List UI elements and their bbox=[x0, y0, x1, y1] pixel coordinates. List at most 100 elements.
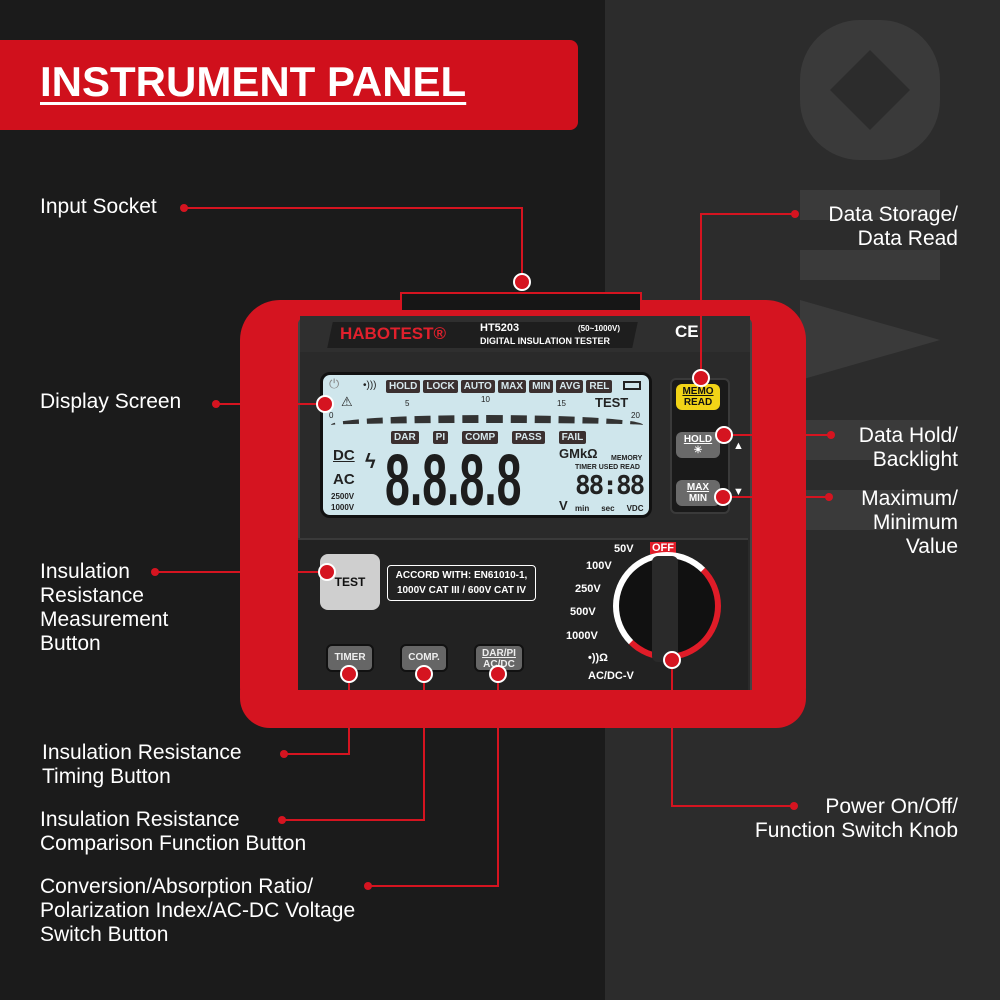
min-label: MIN bbox=[688, 493, 708, 504]
dar-label: DAR/PI bbox=[482, 648, 516, 659]
label-line: Conversion/Absorption Ratio/ bbox=[40, 875, 314, 898]
accord-line: 1000V CAT III / 600V CAT IV bbox=[396, 585, 527, 596]
label-line: Function Switch Knob bbox=[754, 819, 958, 842]
lcd-1000v: 1000V bbox=[331, 503, 355, 512]
knob-off: OFF bbox=[650, 542, 676, 554]
knob-pointer[interactable] bbox=[652, 556, 678, 662]
title-banner: INSTRUMENT PANEL bbox=[0, 40, 578, 130]
watermark-logo bbox=[800, 20, 940, 530]
lcd-memory: MEMORY bbox=[611, 455, 643, 462]
label-line: Data Hold/ bbox=[858, 424, 958, 447]
label-line: Comparison Function Button bbox=[40, 832, 307, 855]
label-line: Switch Button bbox=[40, 923, 169, 946]
scale-label: 20 bbox=[631, 411, 640, 420]
label-line: Resistance bbox=[40, 584, 144, 607]
label-line: Data Storage/ bbox=[828, 203, 958, 226]
device-bottom-grip bbox=[240, 690, 806, 728]
knob-100v: 100V bbox=[586, 560, 612, 572]
hold-backlight-button[interactable]: HOLD☀ bbox=[676, 432, 720, 458]
timer-readout: 88:88 bbox=[575, 471, 645, 501]
label-line: Measurement bbox=[40, 608, 169, 631]
lcd-ac: AC bbox=[333, 471, 355, 488]
label-line: Polarization Index/AC-DC Voltage bbox=[40, 899, 356, 922]
lcd-mid-tags: DAR PI COMP PASS FAIL bbox=[391, 431, 587, 444]
lcd-top-tags: HOLD LOCK AUTO MAX MIN AVG REL bbox=[386, 380, 613, 393]
label-line: Insulation Resistance bbox=[42, 741, 242, 764]
label-line: Backlight bbox=[872, 448, 958, 471]
device-subtitle: DIGITAL INSULATION TESTER bbox=[480, 336, 610, 346]
voltage-range: (50~1000V) bbox=[578, 324, 621, 333]
lcd-tag: HOLD bbox=[386, 380, 421, 393]
lcd-timer: TIMER USED READ bbox=[575, 464, 640, 471]
label-input-socket: Input Socket bbox=[40, 195, 157, 218]
unit-vdc: VDC bbox=[626, 504, 644, 513]
display-screen: ⏻ •))) HOLD LOCK AUTO MAX MIN AVG REL ⚠ … bbox=[320, 372, 652, 518]
read-label: READ bbox=[683, 397, 713, 408]
page-title: INSTRUMENT PANEL bbox=[40, 58, 467, 105]
lcd-tag: MIN bbox=[529, 380, 554, 393]
scale-label: 10 bbox=[481, 395, 490, 404]
bargraph bbox=[331, 415, 643, 435]
scale-label: 0 bbox=[329, 411, 334, 420]
accord-line: ACCORD WITH: EN61010-1, bbox=[395, 570, 528, 581]
label-line: Value bbox=[905, 535, 958, 558]
lcd-tag: LOCK bbox=[423, 380, 458, 393]
acdc-label: AC/DC bbox=[483, 659, 515, 670]
label-line: Insulation Resistance bbox=[40, 808, 240, 831]
standards-label: ACCORD WITH: EN61010-1, 1000V CAT III / 6… bbox=[387, 565, 536, 601]
label-line: Minimum bbox=[872, 511, 958, 534]
battery-icon bbox=[623, 381, 641, 390]
label-line: Maximum/ bbox=[861, 487, 958, 510]
knob-250v: 250V bbox=[575, 583, 601, 595]
knob-1000v: 1000V bbox=[566, 630, 598, 642]
memo-label: MEMO bbox=[682, 386, 714, 397]
lcd-units: GMkΩ bbox=[559, 446, 598, 461]
knob-50v: 50V bbox=[614, 543, 634, 555]
max-label: MAX bbox=[686, 482, 710, 493]
knob-acdc-v: AC/DC-V bbox=[588, 670, 634, 682]
lcd-tag: COMP bbox=[462, 431, 499, 444]
warning-icon: ⚠ bbox=[341, 394, 353, 409]
lcd-tag: PI bbox=[432, 431, 449, 444]
label-conversion: Conversion/Absorption Ratio/Polarization… bbox=[40, 875, 355, 947]
label-line: Power On/Off/ bbox=[825, 795, 958, 818]
lcd-tag: FAIL bbox=[558, 431, 587, 444]
test-button[interactable]: TEST bbox=[320, 554, 380, 610]
up-arrow-icon: ▲ bbox=[733, 440, 744, 452]
lcd-2500v: 2500V bbox=[331, 492, 355, 501]
comp-button[interactable]: COMP. bbox=[400, 644, 448, 672]
model-number: HT5203 bbox=[480, 322, 520, 334]
lcd-tag: AUTO bbox=[460, 380, 495, 393]
lcd-tag: DAR bbox=[391, 431, 419, 444]
buzzer-icon: •))) bbox=[363, 380, 377, 391]
unit-min: min bbox=[575, 504, 590, 513]
down-arrow-icon: ▼ bbox=[733, 486, 744, 498]
label-data-hold: Data Hold/Backlight bbox=[859, 424, 958, 472]
label-line: Button bbox=[40, 632, 101, 655]
scale-label: 15 bbox=[557, 399, 566, 408]
lcd-tag: AVG bbox=[556, 380, 584, 393]
label-data-storage: Data Storage/Data Read bbox=[828, 203, 958, 251]
label-line: Insulation bbox=[40, 560, 130, 583]
scale-label: 5 bbox=[405, 399, 410, 408]
input-socket bbox=[400, 292, 642, 312]
lcd-dc: DC bbox=[333, 447, 355, 464]
unit-sec: sec bbox=[601, 504, 615, 513]
high-voltage-icon: ϟ bbox=[365, 451, 376, 473]
lcd-tag: MAX bbox=[497, 380, 527, 393]
ce-mark: CE bbox=[675, 322, 699, 341]
label-line: Data Read bbox=[857, 227, 958, 250]
lcd-test: TEST bbox=[595, 395, 629, 410]
knob-continuity: •))Ω bbox=[588, 652, 608, 664]
power-icon: ⏻ bbox=[329, 376, 340, 391]
brand-logo: HABOTEST® bbox=[340, 324, 447, 343]
lcd-tag: PASS bbox=[512, 431, 545, 444]
lcd-tag: REL bbox=[586, 380, 613, 393]
label-line: Timing Button bbox=[42, 765, 171, 788]
